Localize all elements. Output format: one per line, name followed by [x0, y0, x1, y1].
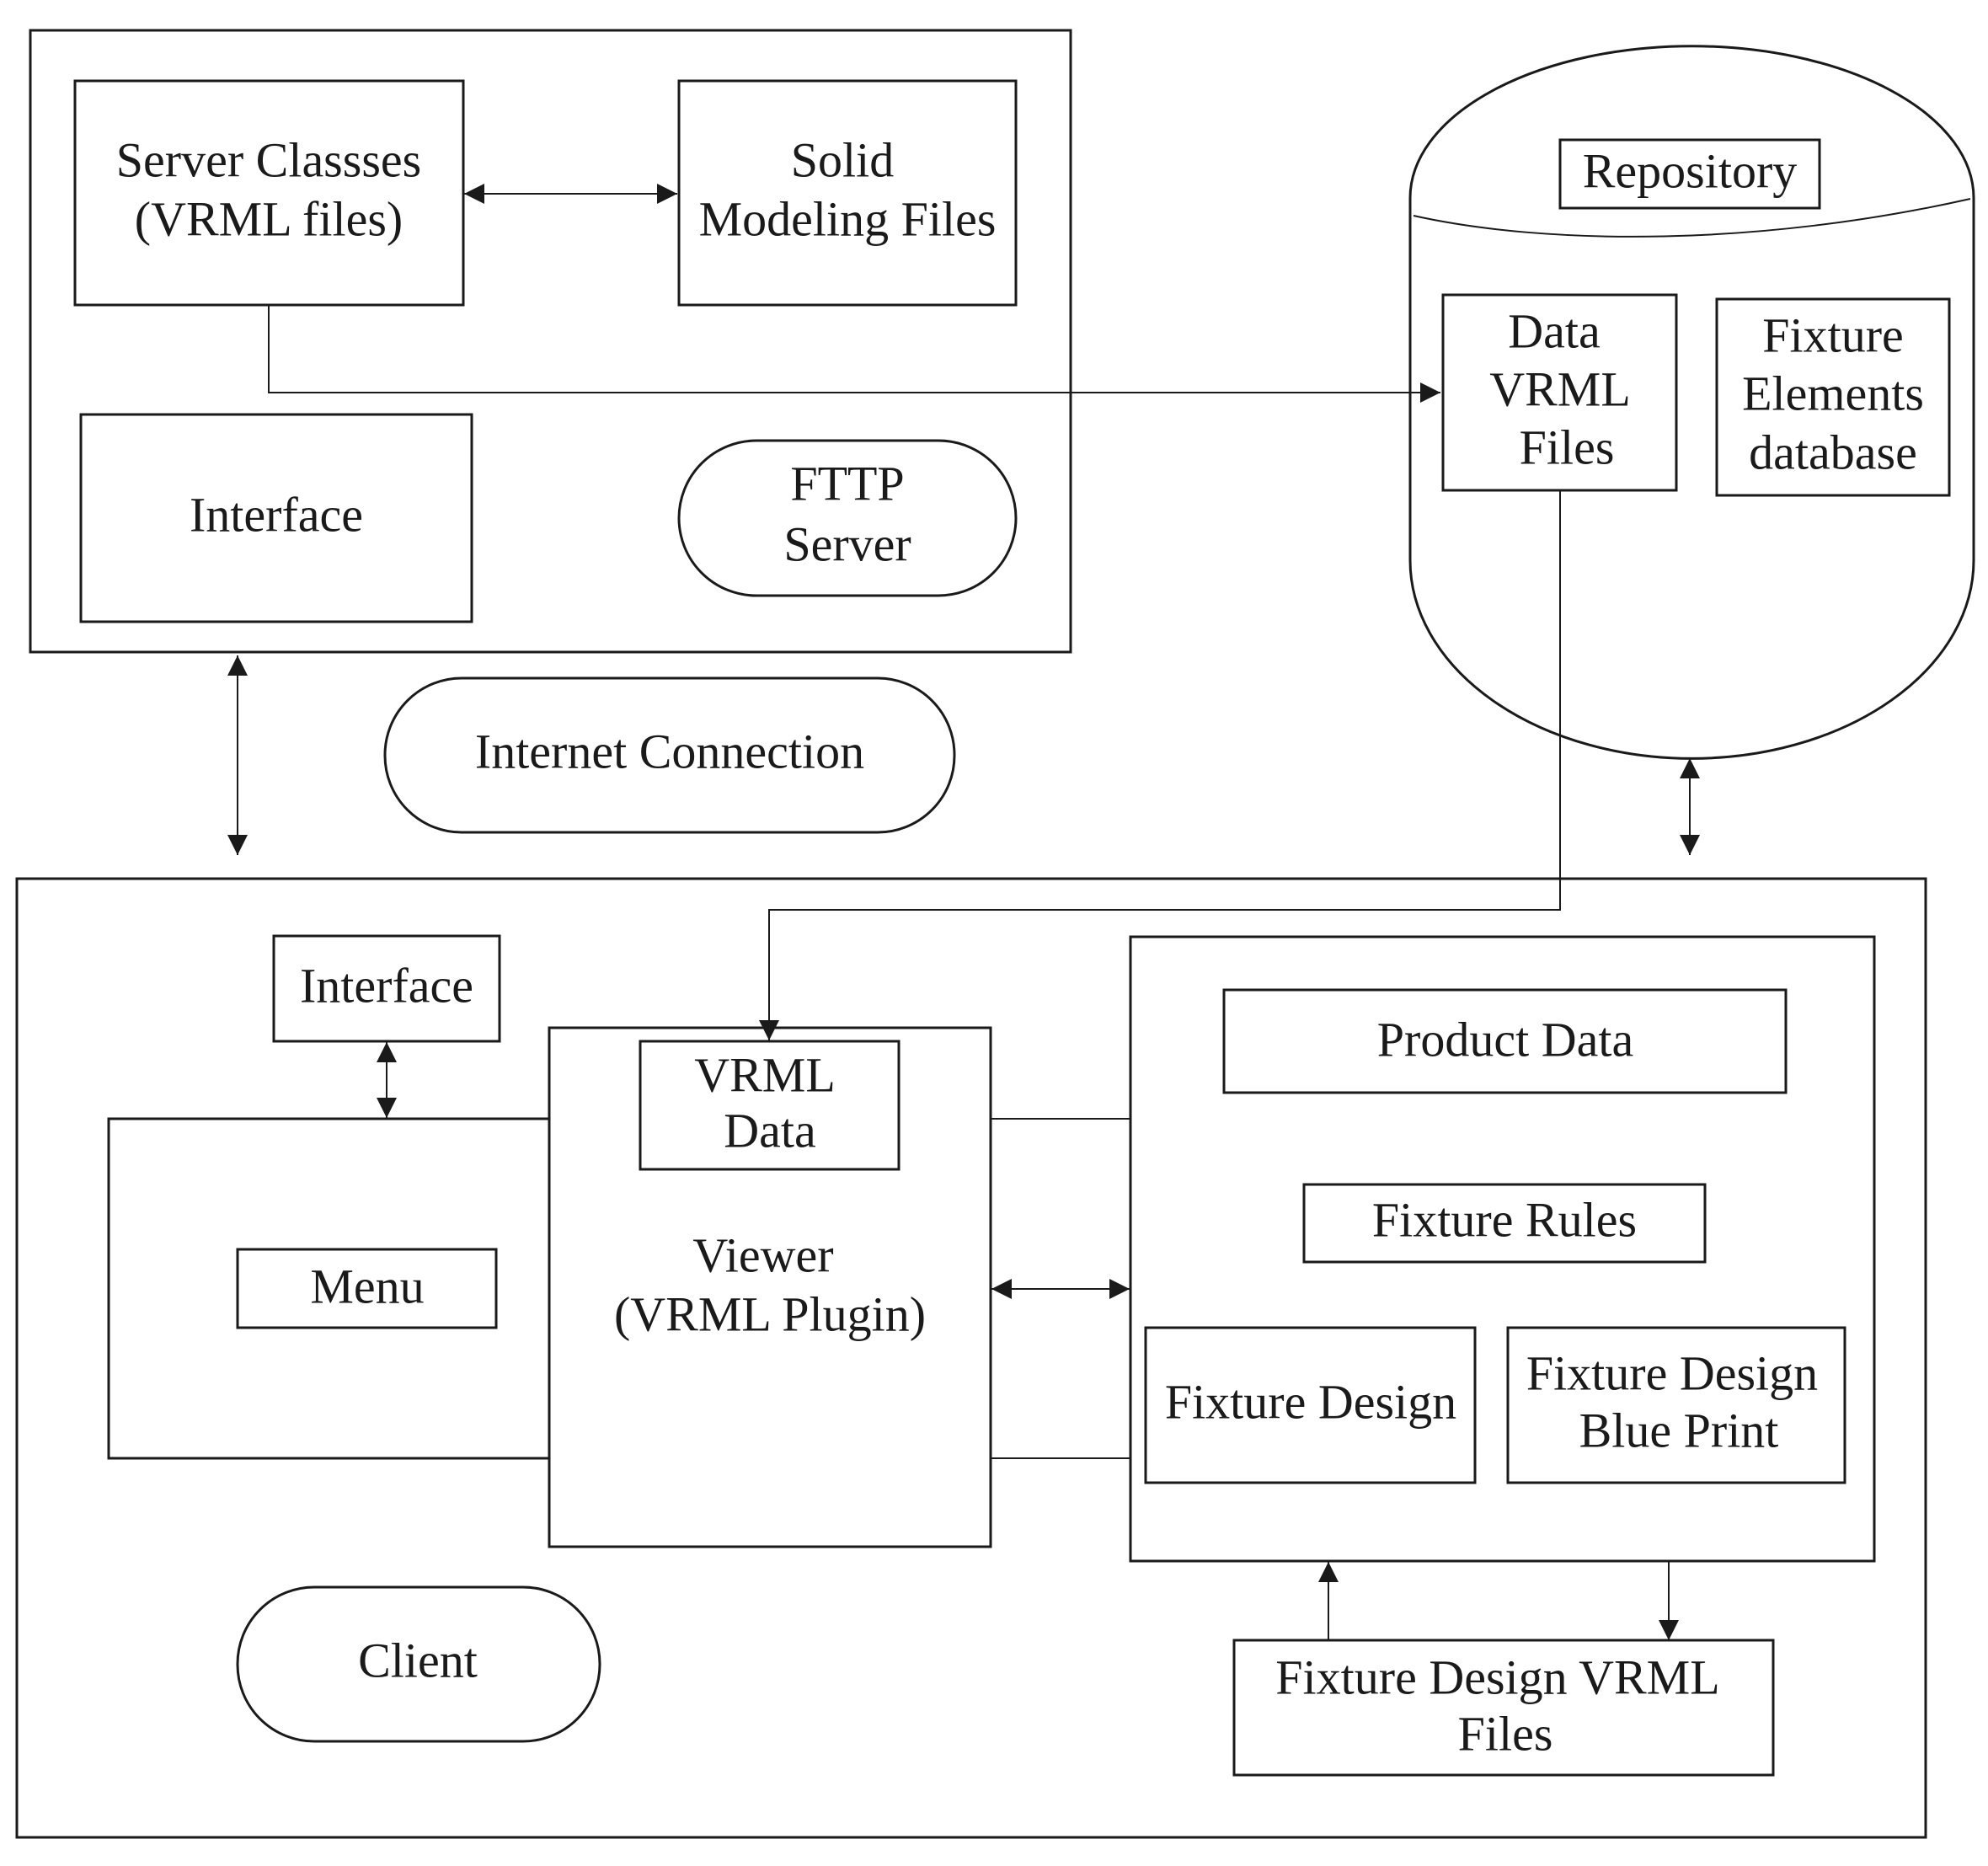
fixture-blueprint-label-line1: Fixture Design [1526, 1345, 1818, 1400]
vrml-data-label-line2: Data [724, 1103, 816, 1158]
fixture-design-vrml-files-label-line2: Files [1458, 1706, 1553, 1761]
repository-title-box [1558, 138, 1821, 210]
viewer-label-line2: (VRML Plugin) [614, 1286, 926, 1341]
viewer-label-line1: Viewer [692, 1227, 833, 1282]
fixture-rules-label: Fixture Rules [1372, 1192, 1637, 1247]
product-data-box [1222, 988, 1788, 1094]
fixture-design-label: Fixture Design [1165, 1374, 1456, 1429]
fttp-server-label-line1: FTTP [790, 456, 904, 511]
menu-label: Menu [310, 1259, 424, 1313]
fttp-server-box [677, 439, 1018, 597]
vrml-data-label-line1: VRML [694, 1047, 836, 1102]
data-vrml-files-label-line1: Data [1508, 303, 1601, 358]
server-container [29, 29, 1072, 654]
fixture-design-vrml-files-label-line1: Fixture Design VRML [1275, 1649, 1719, 1704]
server-to-data-vrml-connector [268, 306, 1440, 403]
fixture-elements-database-box [1715, 297, 1951, 497]
fixture-design-vrml-files-box [1232, 1639, 1775, 1777]
data-vrml-to-viewer-connector [759, 491, 1561, 1040]
server-classes-box [73, 79, 465, 307]
client-container [15, 877, 1927, 1839]
fixture-elements-label-line2: Elements [1742, 366, 1924, 420]
client-label-box [236, 1585, 601, 1743]
client-interface-box [272, 934, 501, 1043]
vrml-data-box [639, 1040, 900, 1171]
server-interface-box [79, 413, 473, 623]
solid-modeling-label-line1: Solid [791, 132, 895, 187]
fixture-elements-label-line3: database [1749, 425, 1917, 479]
fixture-design-box [1144, 1326, 1477, 1484]
data-vrml-files-label-line3: Files [1520, 420, 1615, 474]
server-classes-label-line1: Server Classses [116, 132, 421, 187]
data-vrml-files-label-line2: VRML [1489, 361, 1631, 416]
fttp-server-label-line2: Server [783, 516, 911, 571]
fixture-rules-box [1302, 1183, 1707, 1264]
fixture-elements-label-line1: Fixture [1762, 307, 1904, 362]
viewer-box [548, 1026, 992, 1548]
data-vrml-files-box [1441, 293, 1678, 492]
server-classes-label-line2: (VRML files) [135, 191, 403, 246]
fixture-design-panel [1129, 935, 1876, 1563]
internet-connection-box [383, 676, 956, 834]
repository-cylinder [1408, 45, 1975, 760]
repository-cylinder-divider [1413, 198, 1971, 238]
client-interface-label: Interface [300, 958, 473, 1013]
solid-modeling-label-line2: Modeling Files [699, 191, 997, 246]
menu-box [236, 1248, 498, 1329]
product-data-label: Product Data [1377, 1012, 1633, 1067]
fixture-blueprint-label-line2: Blue Print [1579, 1403, 1779, 1457]
repository-title: Repository [1583, 143, 1798, 198]
server-interface-label: Interface [190, 487, 363, 542]
solid-modeling-box [677, 79, 1018, 307]
client-label: Client [358, 1633, 478, 1687]
internet-connection-label: Internet Connection [475, 724, 864, 778]
fixture-blueprint-box [1506, 1326, 1846, 1484]
